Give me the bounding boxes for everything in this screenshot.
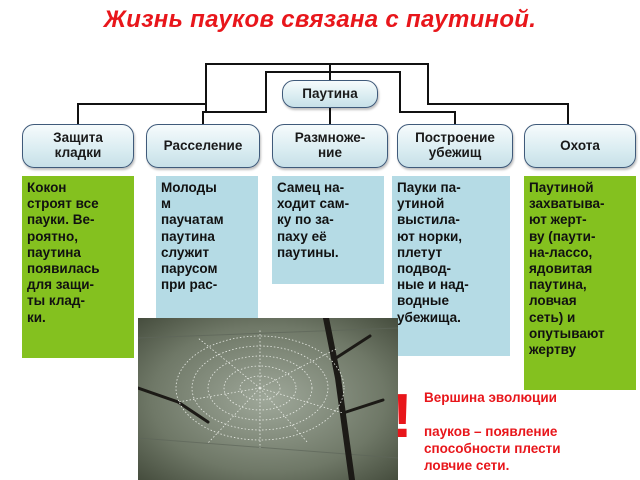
leaf-dispersal: Молоды м паучатам паутина служит парусом…: [156, 176, 258, 324]
category-dispersal: Расселение: [146, 124, 260, 168]
category-label: Размноже- ние: [294, 130, 366, 160]
category-label: Построение убежищ: [415, 130, 495, 160]
category-hunting: Охота: [524, 124, 636, 168]
category-label: Расселение: [163, 137, 243, 153]
root-label: Паутина: [302, 85, 358, 101]
leaf-shelters: Пауки па- утиной выстила- ют норки, плет…: [392, 176, 510, 356]
page-title: Жизнь пауков связана с паутиной.: [103, 6, 537, 33]
evolution-note: Вершина эволюции пауков – появление спос…: [424, 390, 561, 473]
category-label: Охота: [560, 137, 600, 153]
spiderweb-photo: [138, 318, 398, 480]
category-shelters: Построение убежищ: [397, 124, 513, 168]
exclamation-mark: !: [392, 382, 413, 451]
leaf-hunting: Паутиной захватыва- ют жерт- ву (паути- …: [524, 176, 636, 390]
leaf-reproduction: Самец на- ходит сам- ку по за- паху её п…: [272, 176, 384, 284]
category-protection: Защита кладки: [22, 124, 134, 168]
root-node: Паутина: [282, 80, 378, 108]
connector-outer: [77, 63, 569, 124]
leaf-protection: Кокон строят все пауки. Ве- роятно, паут…: [22, 176, 134, 358]
connector-inner: [202, 71, 456, 124]
category-reproduction: Размноже- ние: [272, 124, 388, 168]
category-label: Защита кладки: [53, 130, 103, 160]
